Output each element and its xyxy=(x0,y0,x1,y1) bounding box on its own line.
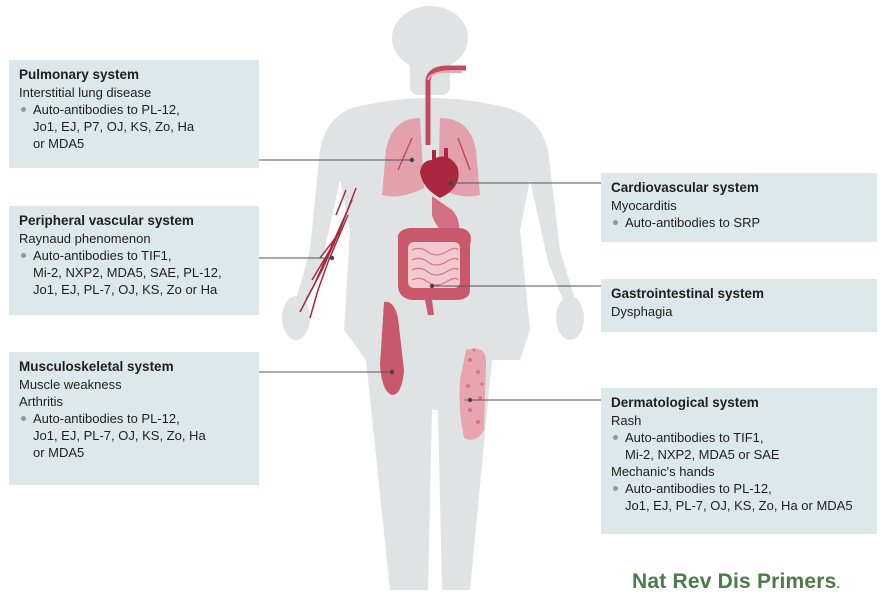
box-line: Interstitial lung disease xyxy=(19,85,152,100)
intestines xyxy=(397,228,471,315)
box-title: Cardiovascular system xyxy=(611,180,759,195)
leader-dots xyxy=(329,157,473,403)
box-bullet: Auto-antibodies to PL-12, Jo1, EJ, PL-7,… xyxy=(611,480,867,514)
box-line: Muscle weakness xyxy=(19,377,122,392)
box-title: Musculoskeletal system xyxy=(19,359,174,374)
box-title: Dermatological system xyxy=(611,395,759,410)
box-title: Pulmonary system xyxy=(19,67,140,82)
cardiovascular-system-box: Cardiovascular system Myocarditis Auto-a… xyxy=(601,173,877,242)
box-bullet: Auto-antibodies to TIF1, Mi-2, NXP2, MDA… xyxy=(611,429,867,463)
leader-lines xyxy=(259,159,601,401)
box-bullet: Auto-antibodies to PL-12, Jo1, EJ, PL-7,… xyxy=(19,410,249,461)
box-line: Dysphagia xyxy=(611,304,673,319)
esophagus xyxy=(432,196,460,238)
box-line: Myocarditis xyxy=(611,198,677,213)
peripheral-vascular-system-box: Peripheral vascular system Raynaud pheno… xyxy=(9,206,259,315)
box-line: Rash xyxy=(611,413,642,428)
box-title: Gastrointestinal system xyxy=(611,286,765,301)
box-title: Peripheral vascular system xyxy=(19,213,194,228)
dermatological-system-box: Dermatological system Rash Auto-antibodi… xyxy=(601,388,877,534)
gastrointestinal-system-box: Gastrointestinal system Dysphagia xyxy=(601,279,877,332)
skin-rash xyxy=(459,348,486,440)
box-line: Raynaud phenomenon xyxy=(19,231,151,246)
box-line: Mechanic's hands xyxy=(611,464,715,479)
box-bullet: Auto-antibodies to SRP xyxy=(611,214,867,231)
arm-vessels xyxy=(299,187,357,319)
box-line: Arthritis xyxy=(19,394,64,409)
airway xyxy=(425,65,466,145)
musculoskeletal-system-box: Musculoskeletal system Muscle weakness A… xyxy=(9,352,259,485)
box-bullet: Auto-antibodies to TIF1, Mi-2, NXP2, MDA… xyxy=(19,247,249,298)
pulmonary-system-box: Pulmonary system Interstitial lung disea… xyxy=(9,60,259,168)
box-bullet: Auto-antibodies to PL-12, Jo1, EJ, P7, O… xyxy=(19,101,249,152)
journal-credit: Nat Rev Dis Primers. xyxy=(632,570,841,593)
heart xyxy=(420,148,459,198)
